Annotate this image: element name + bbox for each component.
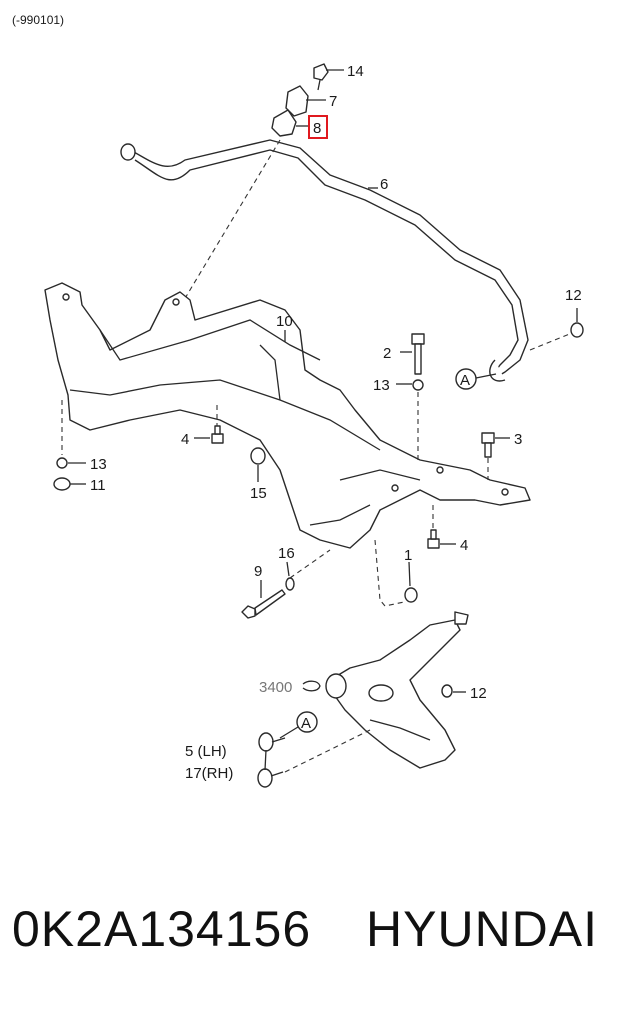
bolt-3-icon bbox=[481, 432, 495, 458]
callout-17: 17(RH) bbox=[185, 765, 233, 782]
nut-12-icon bbox=[570, 322, 584, 338]
callout-12a: 12 bbox=[565, 287, 582, 304]
part-number: 0K2A134156 bbox=[12, 901, 312, 957]
nut-12b-icon bbox=[441, 684, 453, 698]
callout-11: 11 bbox=[90, 477, 106, 494]
washer-16-icon bbox=[285, 577, 295, 591]
bolt-2-icon bbox=[411, 333, 425, 375]
washer-11-icon bbox=[53, 477, 71, 491]
bolt-4-left-icon bbox=[211, 425, 224, 444]
nut-1-icon bbox=[404, 587, 418, 603]
ref-a-1: A bbox=[460, 372, 470, 389]
highlight-box bbox=[308, 115, 328, 139]
nut-13b-icon bbox=[56, 457, 68, 469]
bolt-9-icon bbox=[241, 589, 286, 619]
callout-13a: 13 bbox=[373, 377, 390, 394]
footer: 0K2A134156 HYUNDAI bbox=[0, 900, 620, 980]
bushing-bracket bbox=[271, 63, 329, 137]
callout-10: 10 bbox=[276, 313, 293, 330]
callout-14: 14 bbox=[347, 63, 364, 80]
callout-15: 15 bbox=[250, 485, 267, 502]
callout-9: 9 bbox=[254, 563, 262, 580]
ref-a-circle-2 bbox=[296, 711, 318, 733]
model-code: (-990101) bbox=[12, 13, 64, 27]
ref-a-circle-1 bbox=[455, 368, 477, 390]
callout-5: 5 (LH) bbox=[185, 743, 227, 760]
stabilizer-bar bbox=[120, 139, 529, 382]
callout-4b: 4 bbox=[460, 537, 468, 554]
bolt-4-right-icon bbox=[427, 529, 440, 549]
callout-16: 16 bbox=[278, 545, 295, 562]
callout-4a: 4 bbox=[181, 431, 189, 448]
callout-6: 6 bbox=[380, 176, 388, 193]
callout-3400: 3400 bbox=[259, 679, 292, 696]
callout-12b: 12 bbox=[470, 685, 487, 702]
callout-8: 8 bbox=[313, 120, 321, 137]
callout-1: 1 bbox=[404, 547, 412, 564]
brand: HYUNDAI bbox=[366, 901, 599, 957]
nut-15-icon bbox=[250, 447, 266, 465]
nut-13-icon bbox=[412, 379, 424, 391]
callout-7: 7 bbox=[329, 93, 337, 110]
callout-13b: 13 bbox=[90, 456, 107, 473]
stabilizer-link bbox=[257, 732, 286, 788]
callout-2: 2 bbox=[383, 345, 391, 362]
ref-a-2: A bbox=[301, 715, 311, 732]
lower-control-arm bbox=[325, 611, 469, 769]
crossmember bbox=[44, 282, 531, 549]
callout-3: 3 bbox=[514, 431, 522, 448]
